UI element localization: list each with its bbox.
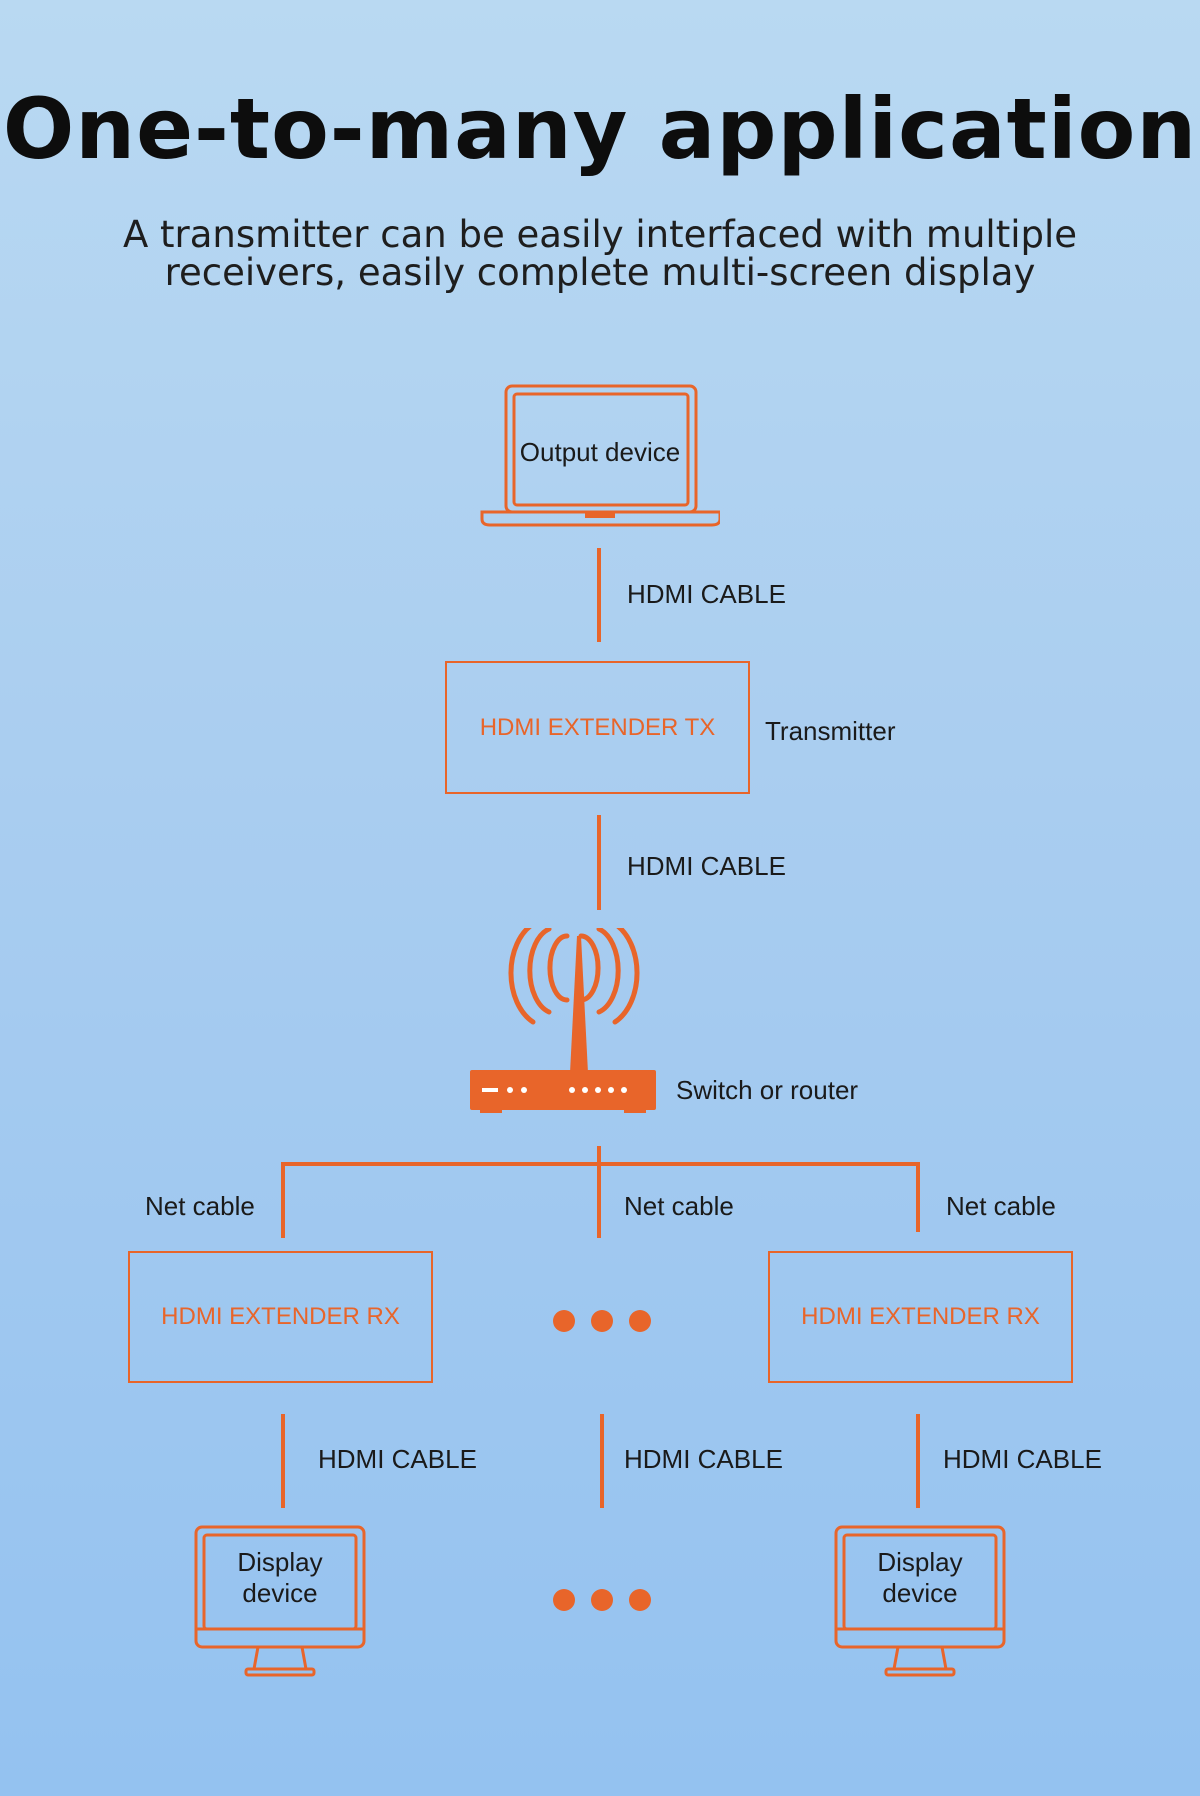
hdmi-extender-rx-box-left: HDMI EXTENDER RX xyxy=(128,1251,433,1383)
hdmi-extender-rx-box-right: HDMI EXTENDER RX xyxy=(768,1251,1073,1383)
display-device-left-line-2: device xyxy=(242,1578,318,1608)
display-device-right-line-1: Display xyxy=(877,1547,963,1577)
display-device-right-line-2: device xyxy=(882,1578,958,1608)
more-receivers-ellipsis-icon xyxy=(553,1310,651,1332)
monitor-icon-left xyxy=(194,1525,366,1677)
net-cable-label-right: Net cable xyxy=(946,1191,1056,1221)
output-device-label: Output device xyxy=(519,437,681,467)
more-displays-ellipsis-icon xyxy=(553,1589,651,1611)
subtitle-line-2: receivers, easily complete multi-screen … xyxy=(164,251,1036,294)
hdmi-extender-tx-label: HDMI EXTENDER TX xyxy=(479,713,716,741)
display-device-label-left: Display device xyxy=(194,1547,366,1609)
laptop-icon xyxy=(480,384,720,527)
page-subtitle: A transmitter can be easily interfaced w… xyxy=(100,216,1100,292)
subtitle-line-1: A transmitter can be easily interfaced w… xyxy=(122,213,1078,256)
hdmi-extender-tx-box: HDMI EXTENDER TX xyxy=(445,661,750,794)
router-label: Switch or router xyxy=(676,1075,859,1105)
hdmi-extender-rx-label-right: HDMI EXTENDER RX xyxy=(801,1303,1040,1330)
transmitter-label: Transmitter xyxy=(765,716,896,746)
net-cable-branch xyxy=(281,1162,920,1238)
hdmi-extender-rx-label-left: HDMI EXTENDER RX xyxy=(161,1303,400,1330)
hdmi-cable-label-1: HDMI CABLE xyxy=(627,579,786,609)
hdmi-cable-label-right: HDMI CABLE xyxy=(943,1444,1102,1474)
display-device-left-line-1: Display xyxy=(237,1547,323,1577)
router-icon xyxy=(470,928,656,1113)
display-device-label-right: Display device xyxy=(834,1547,1006,1609)
monitor-icon-right xyxy=(834,1525,1006,1677)
hdmi-cable-label-middle: HDMI CABLE xyxy=(624,1444,783,1474)
hdmi-cable-label-left: HDMI CABLE xyxy=(318,1444,477,1474)
net-cable-label-middle: Net cable xyxy=(624,1191,734,1221)
hdmi-cable-label-2: HDMI CABLE xyxy=(627,851,786,881)
page-title: One-to-many application xyxy=(2,80,1198,178)
net-cable-label-left: Net cable xyxy=(145,1191,255,1221)
